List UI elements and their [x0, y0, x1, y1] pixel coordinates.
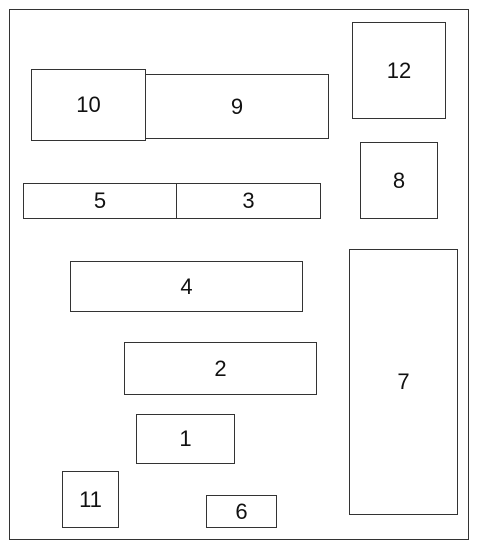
box-4: 4	[70, 261, 303, 312]
box-12: 12	[352, 22, 446, 119]
box-label: 6	[235, 498, 248, 524]
box-label: 3	[242, 188, 255, 213]
box-11: 11	[62, 471, 119, 528]
box-label: 2	[214, 355, 227, 381]
box-label: 9	[230, 93, 244, 119]
box-label: 11	[79, 486, 102, 512]
box-9: 9	[145, 74, 329, 139]
box-10: 10	[31, 69, 146, 141]
box-label: 5	[93, 188, 107, 213]
box-2: 2	[124, 342, 317, 395]
box-7: 7	[349, 249, 458, 515]
box-5: 5	[23, 183, 177, 219]
box-6: 6	[206, 495, 277, 528]
box-1: 1	[136, 414, 235, 464]
box-label: 10	[76, 92, 101, 117]
box-label: 12	[386, 57, 412, 83]
box-label: 4	[180, 273, 193, 299]
box-label: 7	[397, 369, 410, 394]
box-label: 8	[392, 167, 406, 193]
box-label: 1	[179, 426, 192, 451]
box-8: 8	[360, 142, 438, 219]
box-3: 3	[176, 183, 321, 219]
